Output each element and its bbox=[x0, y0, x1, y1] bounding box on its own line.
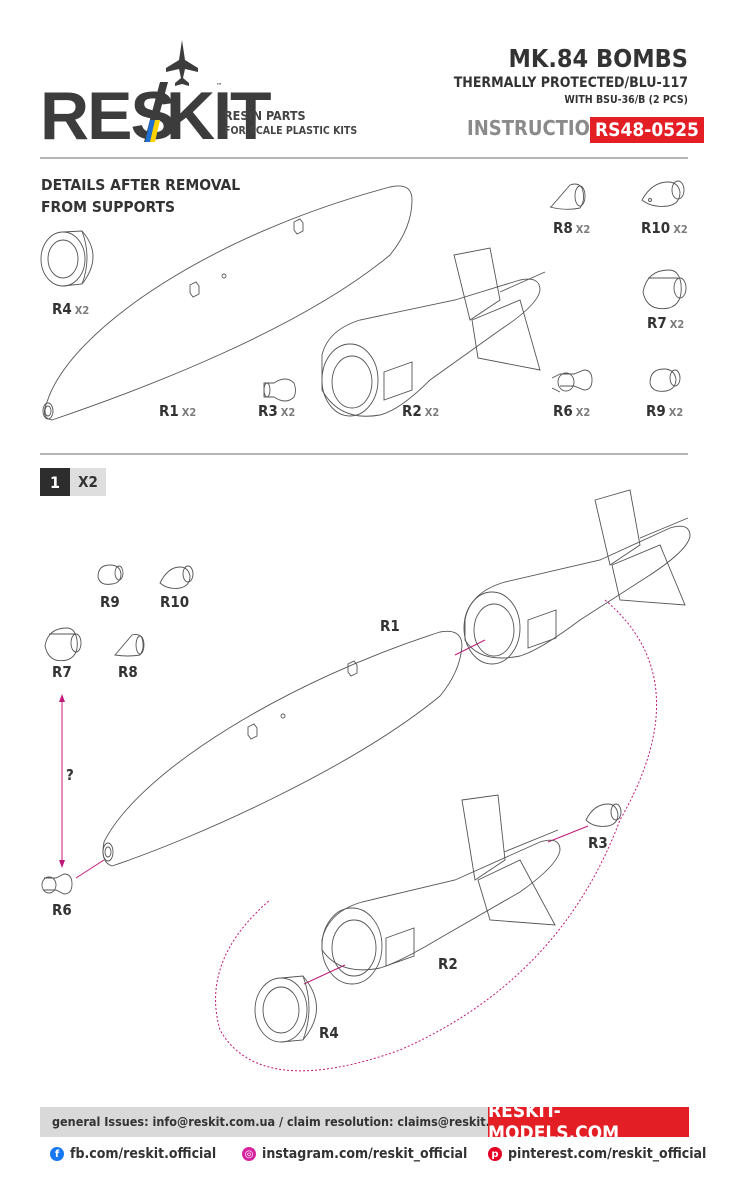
step-r1-drawing bbox=[102, 630, 463, 867]
facebook-text: fb.com/reskit.official bbox=[70, 1146, 217, 1162]
step-r7-drawing bbox=[44, 627, 82, 662]
guide-line-r1-r2 bbox=[454, 639, 486, 656]
guide-line-r6 bbox=[75, 859, 105, 879]
step-label-r3: R3 bbox=[588, 834, 608, 852]
jet-icon bbox=[166, 40, 198, 86]
brand-tagline-line2: FOR SCALE PLASTIC KITS bbox=[224, 125, 358, 137]
product-subtitle: THERMALLY PROTECTED/BLU-117 bbox=[453, 75, 688, 91]
header-divider bbox=[40, 157, 688, 159]
product-title: MK.84 BOMBS bbox=[508, 44, 688, 73]
step-quantity-badge: X2 bbox=[70, 468, 106, 496]
facebook-icon: f bbox=[50, 1147, 64, 1161]
step-label-r9: R9 bbox=[100, 593, 120, 611]
part-r4-drawing bbox=[40, 230, 94, 287]
pinterest-link[interactable]: p pinterest.com/reskit_official bbox=[488, 1146, 706, 1162]
details-heading-line2: FROM SUPPORTS bbox=[41, 198, 176, 216]
logo-kit-text: KIT bbox=[166, 78, 272, 154]
website-link[interactable]: RESKIT-MODELS.COM bbox=[488, 1100, 689, 1144]
details-heading-line1: DETAILS AFTER REMOVAL bbox=[41, 176, 241, 194]
guide-ellipse bbox=[215, 599, 658, 1072]
instagram-icon: ◎ bbox=[242, 1147, 256, 1161]
step-label-question: ? bbox=[66, 766, 74, 784]
instagram-link[interactable]: ◎ instagram.com/reskit_official bbox=[242, 1146, 467, 1162]
step-label-r8: R8 bbox=[118, 663, 138, 681]
step-label-r6: R6 bbox=[52, 901, 72, 919]
footer-contact-bar: general Issues: info@reskit.com.ua / cla… bbox=[40, 1107, 536, 1137]
part-r3-drawing bbox=[263, 378, 296, 402]
part-r6-drawing bbox=[551, 369, 593, 393]
step-label-r4: R4 bbox=[319, 1024, 339, 1042]
step-r4-drawing bbox=[254, 975, 317, 1043]
step-r2-drawing bbox=[321, 794, 561, 985]
part-r2-drawing bbox=[321, 247, 546, 417]
logo-trademark: ™ bbox=[216, 82, 223, 90]
step-number-badge: 1 bbox=[40, 468, 70, 496]
part-r7-drawing bbox=[642, 269, 687, 310]
step-r9-drawing bbox=[97, 564, 124, 585]
instagram-text: instagram.com/reskit_official bbox=[262, 1146, 468, 1162]
product-code-badge: RS48-0525 bbox=[590, 117, 704, 143]
part-r1-drawing bbox=[42, 185, 413, 421]
logo-slash-icon bbox=[144, 82, 168, 142]
facebook-link[interactable]: f fb.com/reskit.official bbox=[50, 1146, 216, 1162]
part-r8-drawing bbox=[549, 183, 586, 210]
brand-tagline-line1: RESIN PARTS bbox=[224, 108, 306, 123]
pinterest-text: pinterest.com/reskit_official bbox=[508, 1146, 707, 1162]
product-subtitle-2: WITH BSU-36/B (2 PCS) bbox=[564, 94, 688, 106]
step-label-r10: R10 bbox=[160, 593, 190, 611]
step-label-r7: R7 bbox=[52, 663, 72, 681]
step-r8-drawing bbox=[114, 633, 145, 657]
guide-line-r3 bbox=[547, 825, 589, 843]
step-label-r1: R1 bbox=[380, 617, 400, 635]
instruction-label: INSTRUCTION bbox=[467, 116, 605, 140]
step-r3-drawing bbox=[585, 803, 622, 827]
pinterest-icon: p bbox=[488, 1147, 502, 1161]
part-r10-drawing bbox=[641, 180, 685, 207]
step-r6-drawing bbox=[41, 873, 73, 895]
part-r9-drawing bbox=[649, 368, 681, 392]
step-upper-tail-drawing bbox=[463, 489, 691, 665]
step-label-r2: R2 bbox=[438, 955, 458, 973]
footer-contacts: general Issues: info@reskit.com.ua / cla… bbox=[52, 1114, 536, 1129]
section-divider bbox=[40, 453, 688, 455]
brand-logo: RES KIT ™ bbox=[40, 38, 272, 150]
step-r10-drawing bbox=[159, 565, 194, 589]
